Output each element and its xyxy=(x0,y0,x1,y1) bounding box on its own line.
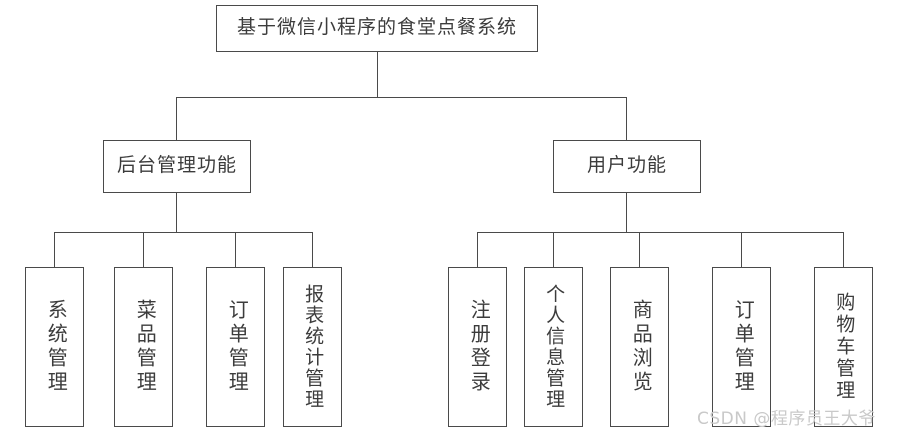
connector-root-stem xyxy=(377,52,378,97)
node-leaf-dish-management-label: 菜品管理 xyxy=(133,299,156,395)
connector-admin-bus xyxy=(54,232,312,233)
connector-drop-admin-1 xyxy=(54,232,55,267)
node-leaf-cart-management-label: 购物车管理 xyxy=(833,292,855,402)
node-leaf-order-management-admin[interactable]: 订单管理 xyxy=(206,267,265,427)
node-leaf-order-management-user[interactable]: 订单管理 xyxy=(712,267,771,427)
connector-drop-admin-3 xyxy=(235,232,236,267)
connector-drop-user-5 xyxy=(843,232,844,267)
node-leaf-report-statistics-management[interactable]: 报表统计管理 xyxy=(283,267,342,427)
node-branch-admin-label: 后台管理功能 xyxy=(116,155,237,177)
connector-user-stem xyxy=(626,193,627,232)
connector-drop-branch-right xyxy=(626,97,627,140)
node-leaf-register-login[interactable]: 注册登录 xyxy=(448,267,507,427)
node-branch-admin[interactable]: 后台管理功能 xyxy=(103,140,251,193)
connector-drop-user-1 xyxy=(477,232,478,267)
node-leaf-product-browse-label: 商品浏览 xyxy=(629,299,652,395)
connector-drop-branch-left xyxy=(176,97,177,140)
node-root-system[interactable]: 基于微信小程序的食堂点餐系统 xyxy=(216,5,538,52)
node-branch-user-label: 用户功能 xyxy=(586,155,667,177)
connector-drop-user-4 xyxy=(741,232,742,267)
connector-user-bus xyxy=(477,232,843,233)
node-leaf-register-login-label: 注册登录 xyxy=(467,299,490,395)
node-leaf-personal-info-management[interactable]: 个人信息管理 xyxy=(524,267,583,427)
node-leaf-dish-management[interactable]: 菜品管理 xyxy=(114,267,173,427)
node-leaf-report-statistics-management-label: 报表统计管理 xyxy=(302,284,324,410)
watermark-csdn: CSDN @程序员王大爷 xyxy=(697,409,876,429)
node-leaf-cart-management[interactable]: 购物车管理 xyxy=(814,267,873,427)
connector-drop-admin-2 xyxy=(143,232,144,267)
node-leaf-system-management[interactable]: 系统管理 xyxy=(25,267,84,427)
connector-level1-bus xyxy=(176,97,627,98)
connector-drop-admin-4 xyxy=(312,232,313,267)
node-leaf-order-management-user-label: 订单管理 xyxy=(731,299,754,395)
connector-admin-stem xyxy=(176,193,177,232)
node-leaf-product-browse[interactable]: 商品浏览 xyxy=(610,267,669,427)
node-leaf-order-management-admin-label: 订单管理 xyxy=(225,299,248,395)
connector-drop-user-3 xyxy=(639,232,640,267)
node-leaf-system-management-label: 系统管理 xyxy=(44,299,67,395)
connector-drop-user-2 xyxy=(553,232,554,267)
node-leaf-personal-info-management-label: 个人信息管理 xyxy=(543,284,565,410)
node-root-label: 基于微信小程序的食堂点餐系统 xyxy=(236,17,517,39)
node-branch-user[interactable]: 用户功能 xyxy=(553,140,701,193)
